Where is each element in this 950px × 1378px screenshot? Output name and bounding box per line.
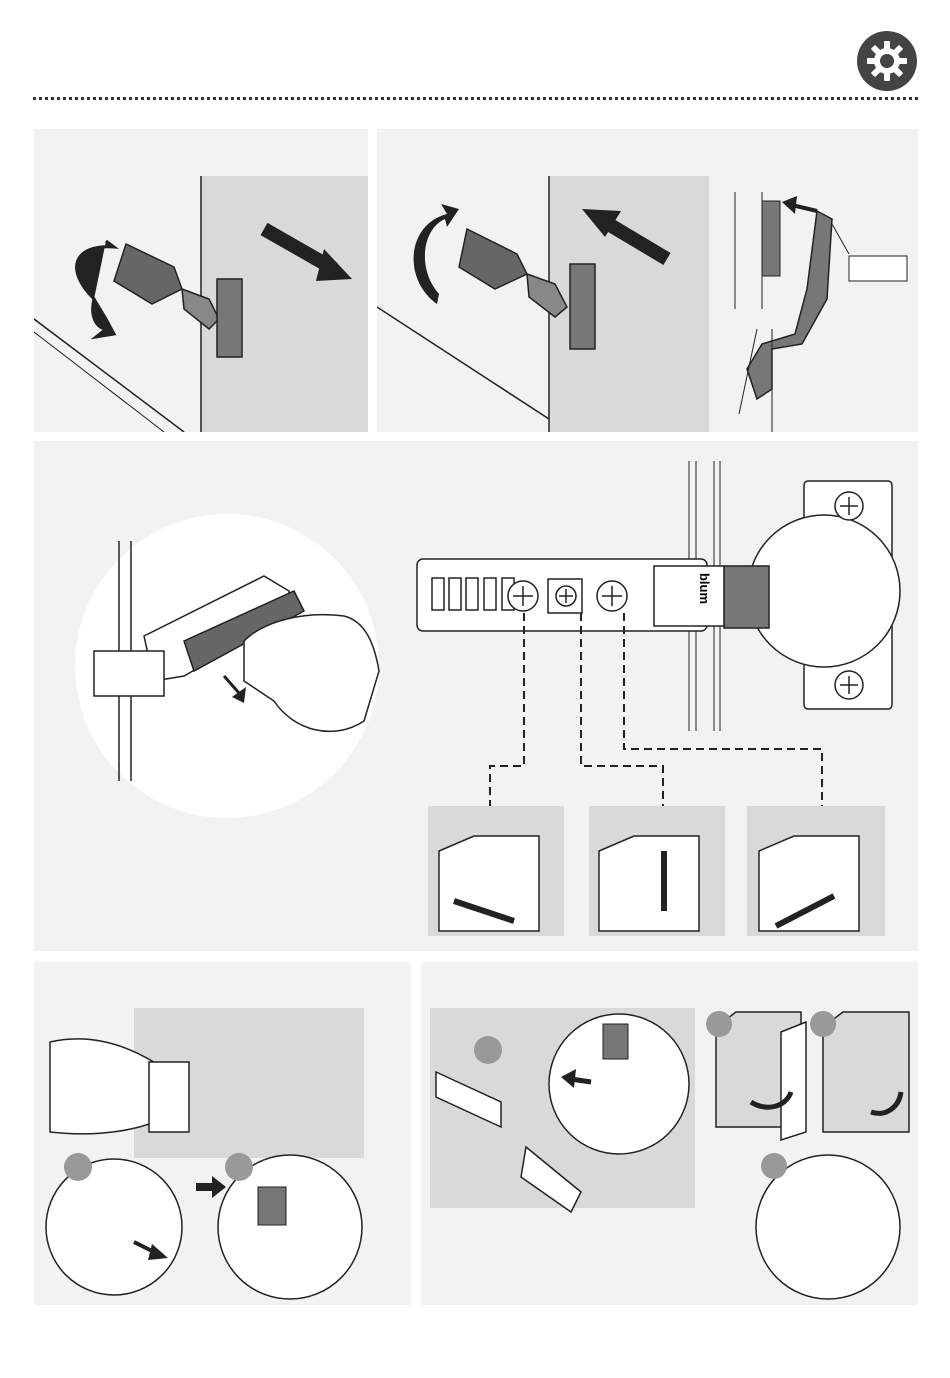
brand-label: blum — [697, 573, 712, 604]
panel-adjust-screws: blum — [34, 441, 918, 951]
hinge-cup-plate — [748, 481, 900, 709]
arrow-right-icon — [196, 1176, 226, 1198]
rotate-down-icon — [77, 241, 114, 337]
panel-lock-cam — [421, 962, 918, 1305]
detail-circle — [46, 1159, 182, 1295]
panel-unlock-cam — [34, 962, 411, 1305]
header-divider — [33, 97, 918, 100]
label-box — [849, 256, 907, 281]
step-badge — [474, 1036, 502, 1064]
adjust-side-icon — [428, 806, 564, 936]
screw-icon — [508, 579, 627, 613]
step-badge — [225, 1153, 253, 1181]
step-badge — [810, 1011, 836, 1037]
step-badge — [761, 1153, 787, 1179]
adjust-height-icon — [589, 806, 725, 936]
panel-remove-rotate — [34, 129, 368, 432]
arrow-left-icon — [782, 196, 817, 214]
rotate-up-icon — [414, 204, 459, 304]
cabinet-right — [823, 1012, 909, 1132]
panel-attach-rotate — [377, 129, 918, 432]
gear-icon — [857, 31, 917, 91]
step-badge — [64, 1153, 92, 1181]
step-badge — [706, 1011, 732, 1037]
adjust-depth-icon — [747, 806, 885, 936]
